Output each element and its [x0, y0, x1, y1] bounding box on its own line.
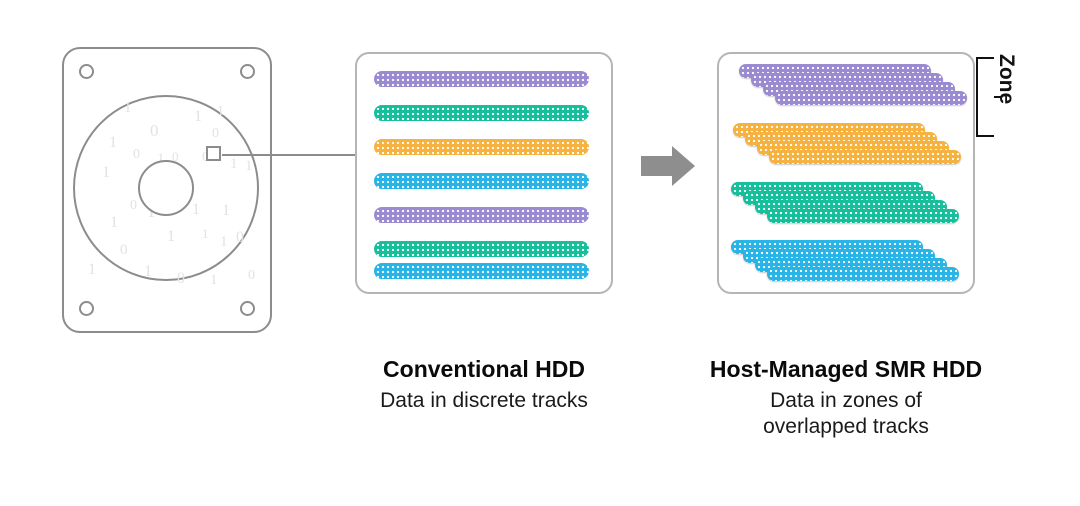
screw-hole-bottom-left: [79, 301, 94, 316]
caption-smr-subtitle-line2: overlapped tracks: [763, 414, 929, 438]
hdd-drive-illustration: 11100101001110011111110011010: [62, 47, 272, 333]
disk-platter: [73, 95, 259, 281]
conventional-track: [374, 105, 589, 121]
conventional-hdd-panel: [355, 52, 613, 294]
caption-conventional: Conventional HDD Data in discrete tracks: [324, 355, 644, 414]
caption-smr-title: Host-Managed SMR HDD: [709, 356, 983, 382]
zone-bracket-spine: [976, 57, 978, 137]
caption-smr: Host-Managed SMR HDD Data in zones of ov…: [686, 355, 1006, 439]
conventional-track: [374, 71, 589, 87]
conventional-track: [374, 173, 589, 189]
zone-label: Zone: [995, 54, 1018, 105]
smr-track: [775, 91, 967, 105]
conventional-track: [374, 241, 589, 257]
screw-hole-top-right: [240, 64, 255, 79]
screw-hole-bottom-right: [240, 301, 255, 316]
caption-conventional-subtitle: Data in discrete tracks: [380, 389, 588, 413]
flow-arrow-right-icon: [641, 145, 695, 187]
smr-track: [769, 150, 961, 164]
conventional-track: [374, 263, 589, 279]
callout-connector-line: [222, 154, 356, 156]
conventional-track: [374, 139, 589, 155]
zone-bracket-tick: [994, 96, 1002, 98]
host-managed-smr-panel: [717, 52, 975, 294]
conventional-track: [374, 207, 589, 223]
screw-hole-top-left: [79, 64, 94, 79]
spindle-hub: [138, 160, 194, 216]
track-callout-square: [206, 146, 221, 161]
smr-track: [767, 209, 959, 223]
caption-smr-subtitle-line1: Data in zones of: [770, 389, 922, 413]
zone-bracket: [976, 57, 1002, 137]
smr-track: [767, 267, 959, 281]
caption-conventional-title: Conventional HDD: [383, 356, 585, 382]
